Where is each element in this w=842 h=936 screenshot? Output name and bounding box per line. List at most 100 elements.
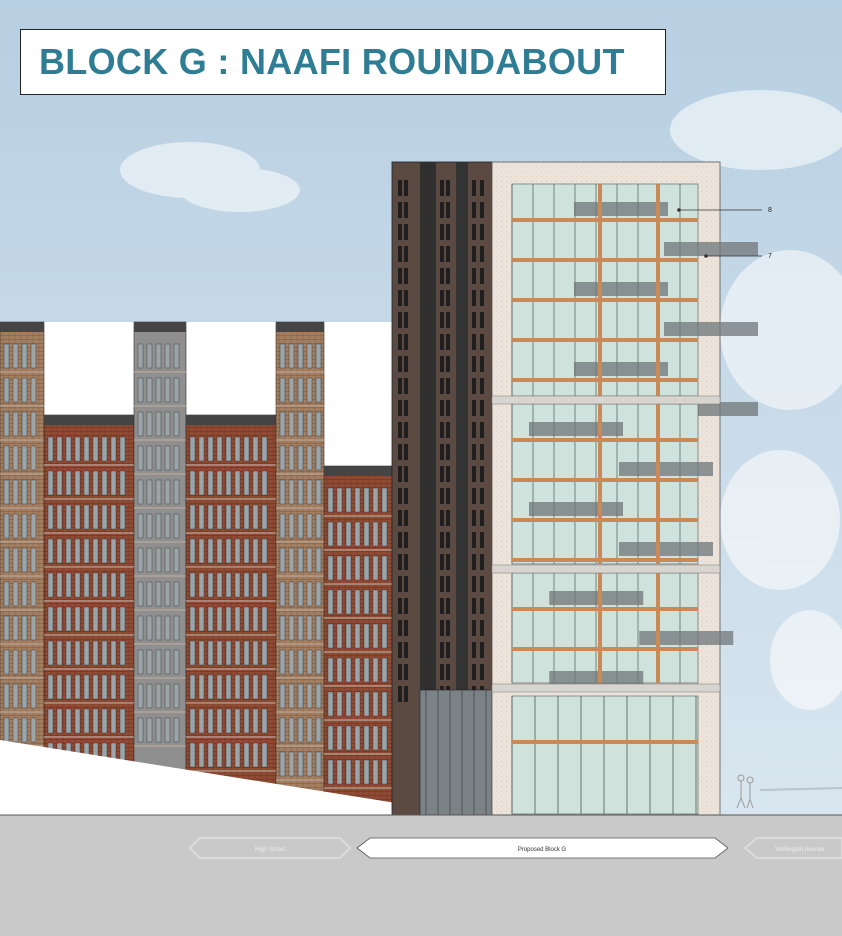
low-building-window <box>381 691 388 717</box>
low-building-window <box>336 487 343 513</box>
low-building-window <box>155 445 162 471</box>
low-building-window <box>189 606 196 632</box>
low-building-window <box>327 691 334 717</box>
dark-tower-window <box>446 202 450 218</box>
dark-tower-window <box>440 202 444 218</box>
low-building-window <box>363 521 370 547</box>
low-building-window <box>306 343 313 369</box>
dark-tower-window <box>472 532 476 548</box>
low-building-window <box>327 555 334 581</box>
low-building-window <box>354 487 361 513</box>
dark-tower <box>391 161 493 817</box>
low-building-window <box>225 606 232 632</box>
dark-tower-window <box>446 444 450 460</box>
low-building-window <box>155 581 162 607</box>
dark-tower-window <box>404 664 408 680</box>
low-building-window <box>207 606 214 632</box>
low-building-parapet <box>44 415 134 425</box>
low-building-window <box>279 615 286 641</box>
dark-tower-window <box>398 378 402 394</box>
dark-tower-window <box>440 444 444 460</box>
low-building-window <box>279 717 286 743</box>
low-building-window <box>3 649 10 675</box>
low-building-window <box>56 470 63 496</box>
low-building-window <box>3 717 10 743</box>
low-building-window <box>21 649 28 675</box>
low-building-window <box>137 649 144 675</box>
block-g-balcony-panel <box>574 362 668 376</box>
low-building-window <box>279 411 286 437</box>
low-building-window <box>3 377 10 403</box>
low-building-window <box>137 615 144 641</box>
dark-tower-window <box>480 576 484 592</box>
low-building-window <box>137 377 144 403</box>
dark-tower-window <box>440 290 444 306</box>
block-g-balcony-panel <box>664 322 758 336</box>
dark-tower-window <box>398 466 402 482</box>
people-figures <box>736 774 754 809</box>
low-building-window <box>297 717 304 743</box>
dark-tower-window <box>480 378 484 394</box>
low-building-window <box>110 640 117 666</box>
low-building-window <box>345 759 352 785</box>
block-g-balcony-panel <box>664 242 758 256</box>
dark-tower-window <box>480 400 484 416</box>
low-building-window <box>47 470 54 496</box>
low-building-window <box>225 640 232 666</box>
dark-tower-window <box>446 510 450 526</box>
low-building-window <box>315 377 322 403</box>
dark-tower-window <box>404 598 408 614</box>
dark-tower-shaft <box>420 162 436 816</box>
block-g-copper-band <box>512 607 698 611</box>
low-building-window <box>65 436 72 462</box>
dark-tower-window <box>404 620 408 636</box>
low-building-window <box>315 615 322 641</box>
low-building-window <box>297 751 304 777</box>
low-building-window <box>146 513 153 539</box>
low-building-window <box>315 717 322 743</box>
low-building-window <box>216 538 223 564</box>
low-building-window <box>146 343 153 369</box>
low-building-window <box>155 343 162 369</box>
low-building-window <box>243 436 250 462</box>
block-g-balcony-panel <box>619 542 713 556</box>
low-building-window <box>137 445 144 471</box>
low-building-window <box>119 470 126 496</box>
low-building-window <box>110 504 117 530</box>
low-building-window <box>12 581 19 607</box>
low-building-window <box>83 470 90 496</box>
low-building-window <box>243 504 250 530</box>
block-g-copper-pier <box>656 404 660 564</box>
dark-tower-window <box>472 312 476 328</box>
low-building-parapet <box>134 322 186 332</box>
low-building-window <box>56 674 63 700</box>
dark-tower-window <box>440 598 444 614</box>
low-building-window <box>155 615 162 641</box>
low-building-window <box>225 538 232 564</box>
low-building-window <box>372 759 379 785</box>
dark-tower-window <box>404 246 408 262</box>
dark-tower-window <box>440 378 444 394</box>
dark-tower-window <box>472 290 476 306</box>
dark-tower-window <box>472 246 476 262</box>
dark-tower-window <box>398 554 402 570</box>
low-building-window <box>345 521 352 547</box>
low-building-window <box>92 708 99 734</box>
dark-tower-window <box>398 642 402 658</box>
low-building-window <box>164 411 171 437</box>
low-building-window <box>65 538 72 564</box>
low-building-window <box>12 343 19 369</box>
low-building-window <box>21 717 28 743</box>
low-building-window <box>345 555 352 581</box>
low-building-window <box>315 479 322 505</box>
low-building-window <box>101 436 108 462</box>
dark-tower-window <box>472 202 476 218</box>
low-building-window <box>30 581 37 607</box>
low-building-window <box>261 640 268 666</box>
low-building-window <box>354 725 361 751</box>
low-building-window <box>155 547 162 573</box>
low-building-window <box>74 640 81 666</box>
low-building-window <box>12 445 19 471</box>
low-building-window <box>306 751 313 777</box>
low-building-window <box>56 436 63 462</box>
